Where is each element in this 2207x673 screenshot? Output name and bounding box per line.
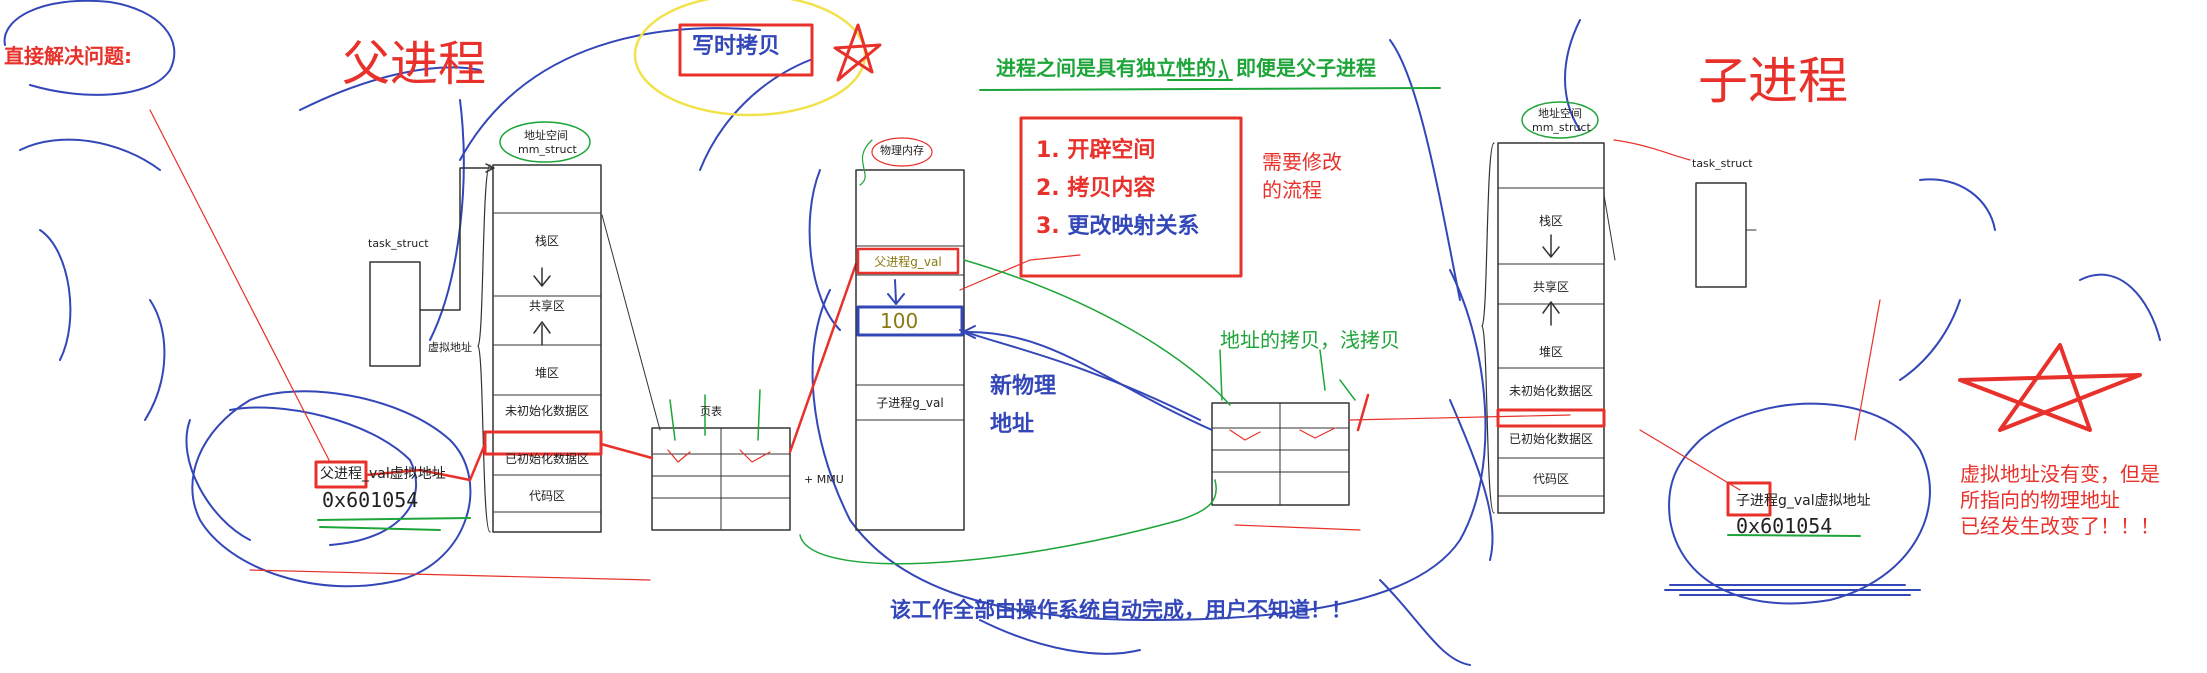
child-var-label: 子进程g_val虚拟地址 xyxy=(1736,493,1871,509)
child-region-heap: 堆区 xyxy=(1538,345,1563,359)
os-auto-note: 该工作全部由操作系统自动完成，用户不知道！！ xyxy=(890,598,1352,622)
child-region-data: 已初始化数据区 xyxy=(1508,432,1593,446)
star-icon xyxy=(833,23,882,82)
star-icon-large xyxy=(1958,343,2142,432)
highlight-circle xyxy=(633,0,867,117)
child-region-bss: 未初始化数据区 xyxy=(1508,384,1593,398)
cow-title-box xyxy=(678,23,814,77)
child-mm-struct-label: mm_struct xyxy=(1532,121,1591,134)
parent-gval-cell: 父进程g_val xyxy=(874,255,942,269)
parent-address: 0x601054 xyxy=(322,488,419,512)
mmu-label: + MMU xyxy=(804,473,844,486)
child-task-struct-label: task_struct xyxy=(1692,157,1753,170)
gval-value: 100 xyxy=(880,309,919,333)
parent-region-heap: 堆区 xyxy=(534,366,559,380)
child-region-stack: 栈区 xyxy=(1538,214,1563,228)
physical-memory-label: 物理内存 xyxy=(880,144,924,157)
child-gval-cell: 子进程g_val xyxy=(876,396,944,410)
page-table-label: 页表 xyxy=(700,405,722,418)
virt-unchanged-note: 虚拟地址没有变，但是 xyxy=(1960,462,2160,486)
parent-var-suffix: _val虚拟地址 xyxy=(362,466,446,482)
parent-task-struct-box xyxy=(369,261,421,367)
addr-copy-note: 地址的拷贝，浅拷贝 xyxy=(1220,328,1400,352)
child-region-code: 代码区 xyxy=(1532,472,1569,486)
step-item: 3. 更改映射关系 xyxy=(1036,214,1200,239)
parent-addr-space-label: 地址空间 xyxy=(524,129,568,142)
child-var-box xyxy=(1726,481,1772,517)
parent-mm-struct-label: mm_struct xyxy=(518,143,577,156)
need-modify-note-2: 的流程 xyxy=(1262,178,1322,202)
steps-list: 1. 开辟空间 2. 拷贝内容 3. 更改映射关系 xyxy=(1036,140,1199,238)
new-phys-note: 新物理 xyxy=(990,374,1057,399)
virtual-addr-label: 虚拟地址 xyxy=(428,341,472,354)
direct-solve-label: 直接解决问题: xyxy=(4,44,132,68)
parent-var-label: 父进程_val虚拟地址 xyxy=(320,467,446,481)
remap-arrow xyxy=(963,330,1213,431)
parent-addr-space-box xyxy=(492,164,602,533)
child-process-title: 子进程 xyxy=(1698,52,1848,110)
child-addr-space-label: 地址空间 xyxy=(1538,107,1582,120)
new-phys-note-2: 地址 xyxy=(990,412,1035,437)
step-item-text: 更改映射关系 xyxy=(1067,214,1200,239)
parent-var-prefix: 父进程 xyxy=(320,466,362,482)
blue-annotation-strokes xyxy=(3,0,2161,666)
child-address: 0x601054 xyxy=(1736,514,1833,538)
steps-box xyxy=(1019,116,1243,278)
parent-region-code: 代码区 xyxy=(528,489,565,503)
parent-region-shared: 共享区 xyxy=(528,299,565,313)
parent-region-stack: 栈区 xyxy=(534,234,559,248)
child-addr-space-box xyxy=(1497,142,1605,514)
parent-region-bss: 未初始化数据区 xyxy=(504,404,589,418)
virt-unchanged-note-3: 已经发生改变了！！！ xyxy=(1960,514,2160,538)
parent-process-title: 父进程 xyxy=(342,36,487,92)
step-item: 1. 开辟空间 xyxy=(1036,138,1156,163)
virt-unchanged-note-2: 所指向的物理地址 xyxy=(1960,488,2120,512)
parent-task-struct-label: task_struct xyxy=(368,237,429,250)
child-region-shared: 共享区 xyxy=(1532,280,1569,294)
independence-note: 进程之间是具有独立性的，即便是父子进程 xyxy=(996,56,1376,80)
new-value-cell xyxy=(856,305,964,337)
child-task-struct-box xyxy=(1695,182,1747,288)
step-item: 2. 拷贝内容 xyxy=(1036,176,1156,201)
parent-region-data: 已初始化数据区 xyxy=(504,452,589,466)
copy-on-write-title: 写时拷贝 xyxy=(692,34,781,59)
need-modify-note: 需要修改 xyxy=(1262,150,1342,174)
physical-memory-box xyxy=(855,169,965,531)
